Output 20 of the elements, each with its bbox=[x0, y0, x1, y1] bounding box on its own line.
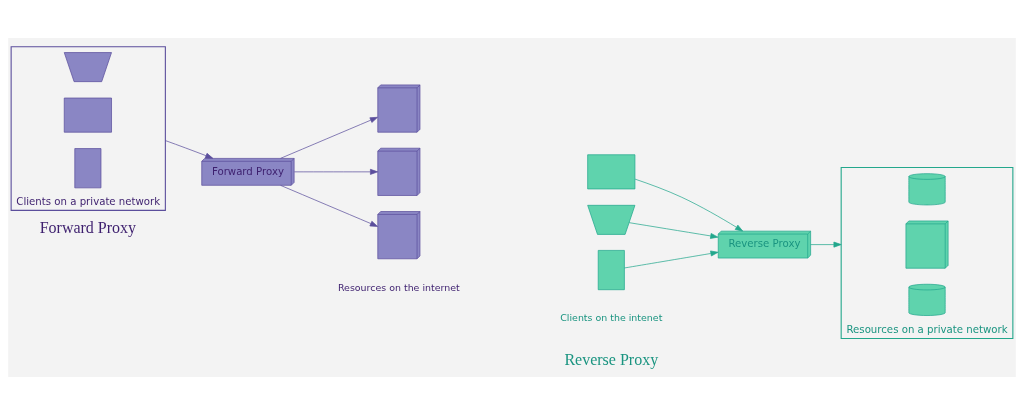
arrow bbox=[634, 178, 744, 231]
node-laptop bbox=[587, 204, 636, 235]
arrow bbox=[280, 116, 378, 159]
label: Reverse Proxy bbox=[564, 350, 659, 368]
arrow bbox=[280, 184, 378, 227]
node-tablet bbox=[74, 147, 102, 188]
cluster: Clients on a private network bbox=[10, 45, 166, 211]
label: Clients on the intenet bbox=[560, 311, 663, 323]
label: Forward Proxy bbox=[39, 218, 137, 236]
arrow bbox=[293, 168, 379, 175]
arrow bbox=[165, 139, 214, 159]
node-monitor bbox=[587, 153, 636, 189]
arrow bbox=[628, 221, 719, 239]
arrow bbox=[810, 241, 842, 247]
node-tablet bbox=[597, 249, 625, 290]
node-monitor bbox=[63, 97, 112, 133]
label: Resources on the internet bbox=[338, 281, 460, 293]
arrow bbox=[624, 250, 719, 268]
cluster: Resources on a private network bbox=[840, 166, 1014, 339]
node-laptop bbox=[63, 51, 112, 82]
